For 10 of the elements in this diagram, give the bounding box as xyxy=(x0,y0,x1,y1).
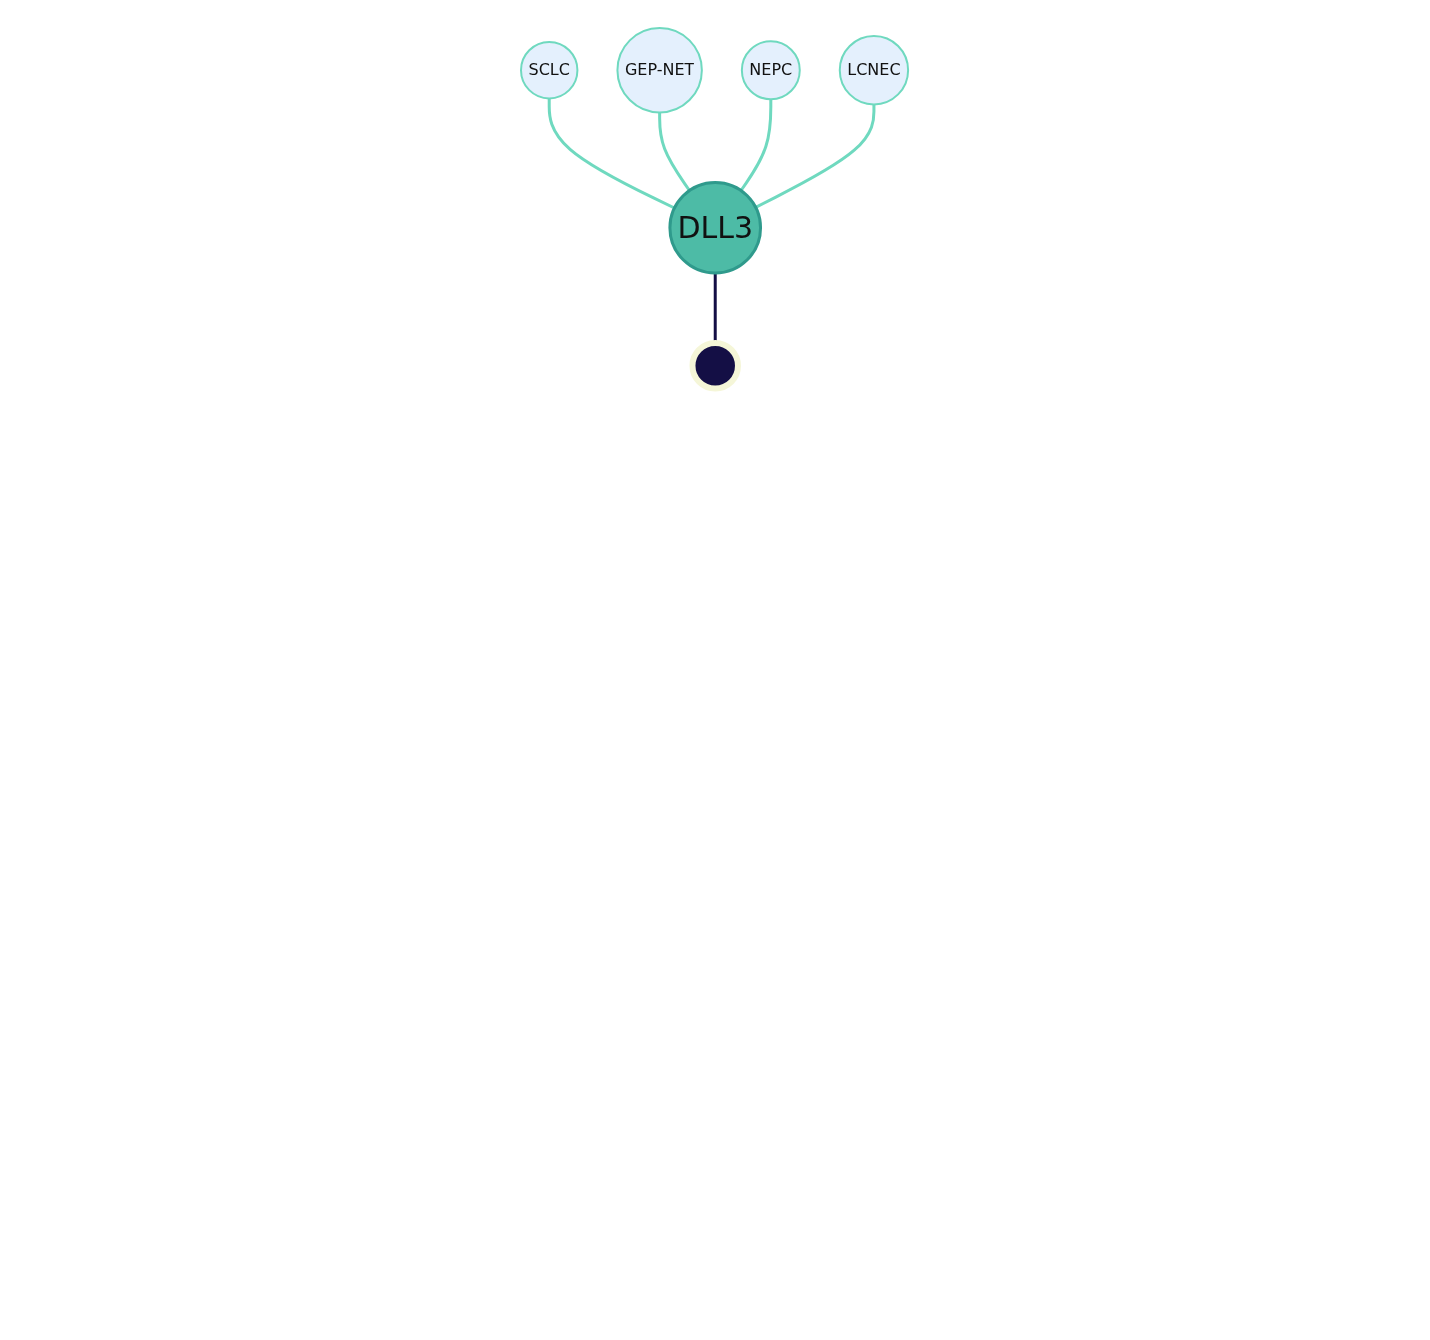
connector xyxy=(658,112,692,192)
connector xyxy=(755,104,876,209)
connector xyxy=(548,98,676,210)
node-circle: DLL3 xyxy=(668,180,763,275)
node-circle: GEP-NET xyxy=(616,27,704,114)
node-circle xyxy=(689,340,742,392)
node-circle: LCNEC xyxy=(839,35,910,106)
node-circle: SCLC xyxy=(520,41,579,100)
connector xyxy=(740,99,773,192)
node-circle: NEPC xyxy=(741,40,802,101)
